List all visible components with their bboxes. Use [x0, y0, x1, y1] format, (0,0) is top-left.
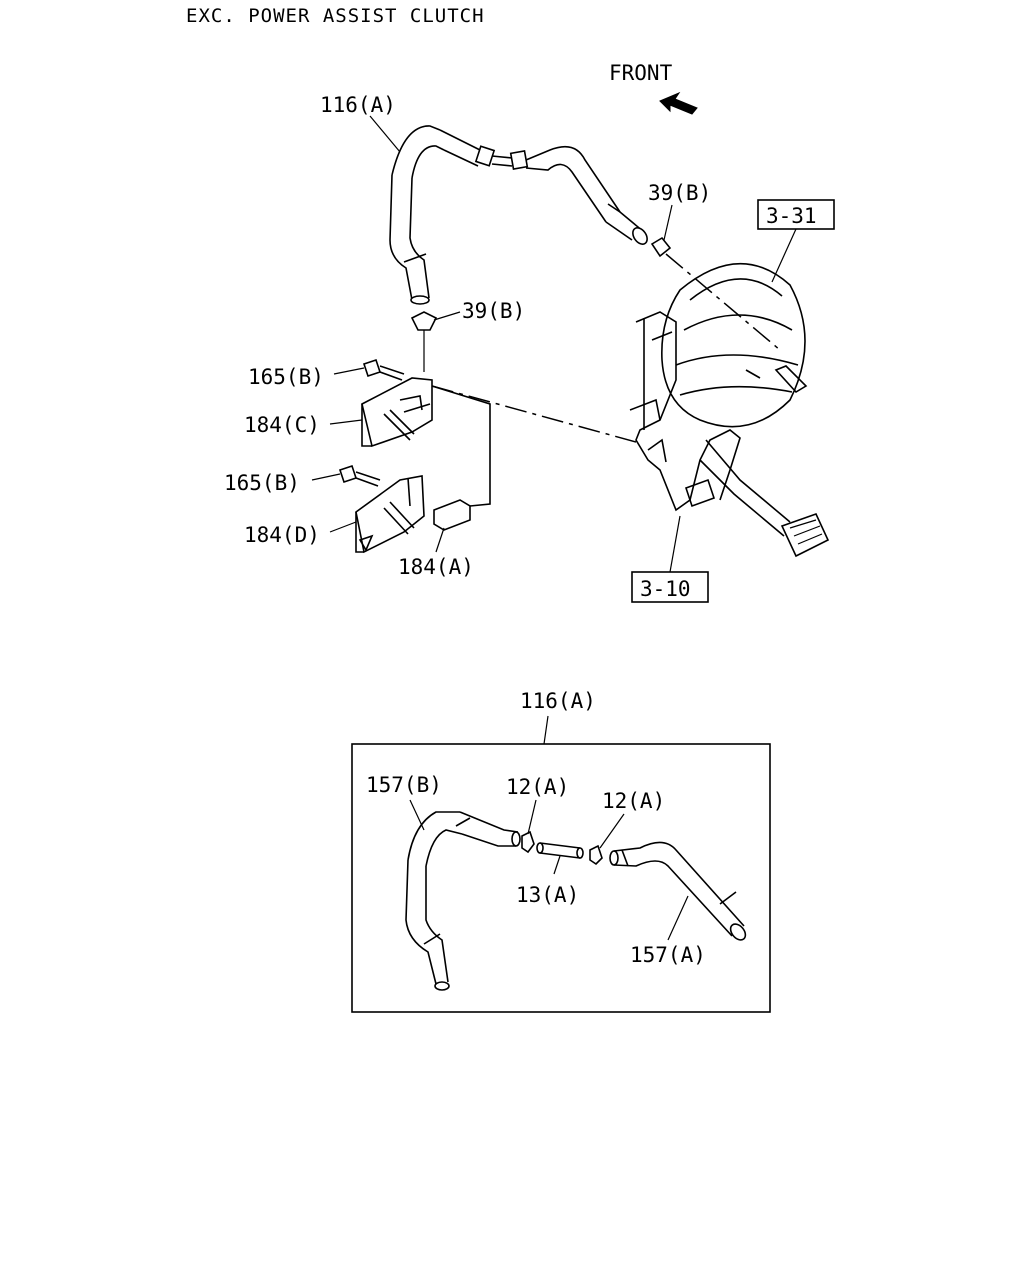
connector-13a: [536, 842, 584, 859]
label-116a-top: 116(A): [320, 93, 396, 117]
detail-title: 116(A): [520, 689, 596, 713]
hose-157b: [405, 811, 521, 991]
label-39b-lower: 39(B): [462, 299, 525, 323]
clamp-12a-right: [589, 844, 603, 866]
label-12a-left: 12(A): [506, 775, 569, 799]
label-12a-right: 12(A): [602, 789, 665, 813]
label-39b-upper: 39(B): [648, 181, 711, 205]
bracket-184d: [355, 475, 425, 554]
front-label: FRONT: [609, 61, 673, 85]
label-ref-3-31: 3-31: [766, 204, 817, 228]
front-arrow-icon: [659, 91, 698, 115]
hose-assembly-116a: [389, 125, 648, 305]
ref-box-3-31: [757, 199, 835, 230]
pedal-bracket-assembly: [629, 311, 830, 558]
label-184a: 184(A): [398, 555, 474, 579]
label-157b: 157(B): [366, 773, 442, 797]
label-184d: 184(D): [244, 523, 320, 547]
label-157a: 157(A): [630, 943, 706, 967]
bolt-165b-upper: [362, 358, 405, 381]
detail-frame: [351, 743, 771, 1013]
clamp-12a-left: [521, 830, 535, 854]
bracket-184c: [361, 377, 433, 448]
hose-157a: [609, 841, 747, 941]
label-165b-upper: 165(B): [248, 365, 324, 389]
label-13a: 13(A): [516, 883, 579, 907]
bracket-184a: [431, 385, 491, 531]
clip-39b-lower: [410, 311, 438, 372]
label-184c: 184(C): [244, 413, 320, 437]
label-ref-3-10: 3-10: [640, 577, 691, 601]
diagram-title: EXC. POWER ASSIST CLUTCH: [186, 5, 485, 27]
master-cylinder-body: [661, 262, 808, 428]
clip-39b-upper: [650, 236, 672, 258]
label-165b-lower: 165(B): [224, 471, 300, 495]
bolt-165b-lower: [338, 464, 381, 487]
